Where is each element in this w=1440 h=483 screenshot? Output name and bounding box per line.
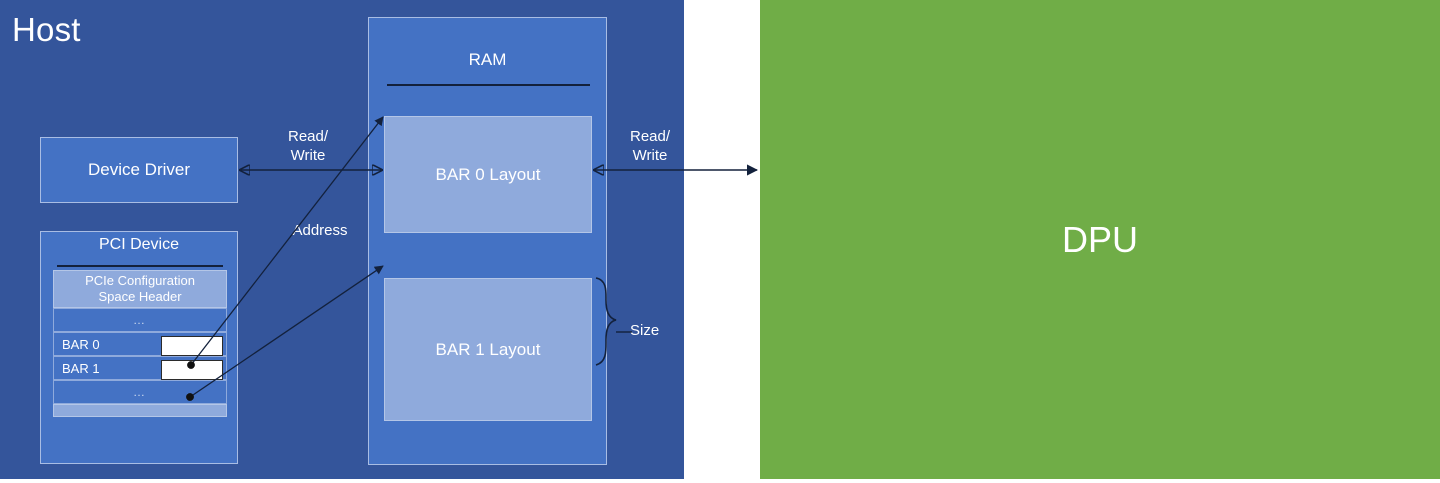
read-write-label-right: Read/ Write [629,128,671,164]
size-label: Size [630,322,660,339]
pci-ellipsis-top-label: … [133,313,147,327]
device-driver-box[interactable]: Device Driver [40,137,238,203]
pci-row-bar0-value-field[interactable] [161,336,223,356]
ram-box[interactable]: RAM BAR 0 Layout BAR 1 Layout [368,17,607,465]
pci-row-ellipsis-top: … [53,308,227,332]
pci-row-bar1-value-field[interactable] [161,360,223,380]
host-title: Host [12,11,81,48]
pci-row-trailing [53,404,227,417]
host-panel: Host Device Driver PCI Device PCIe Confi… [0,0,684,479]
dpu-panel[interactable]: DPU [760,0,1440,479]
pci-row-bar1-label: BAR 1 [62,360,100,376]
dpu-title: DPU [1061,218,1138,260]
bar1-layout-label: BAR 1 Layout [435,339,541,359]
pci-row-bar0-label: BAR 0 [62,336,100,352]
device-driver-label: Device Driver [87,160,191,179]
pci-config-header-line1: PCIe Configuration [85,273,195,288]
pci-config-space-rows: PCIe Configuration Space Header … BAR 0 … [53,270,227,417]
bar1-layout-region[interactable]: BAR 1 Layout [384,278,592,421]
pci-row-bar1[interactable]: BAR 1 [53,356,227,380]
pci-device-title-rule [57,265,223,267]
ram-title-rule [387,84,590,86]
pci-config-header-line2: Space Header [98,289,182,304]
pci-row-ellipsis-bottom: … [53,380,227,404]
bar0-layout-region[interactable]: BAR 0 Layout [384,116,592,233]
pci-device-title: PCI Device [98,236,180,253]
read-write-label-left: Read/ Write [287,128,329,164]
bar0-layout-label: BAR 0 Layout [435,164,541,184]
pci-row-config-header: PCIe Configuration Space Header [53,270,227,308]
pci-device-box[interactable]: PCI Device PCIe Configuration Space Head… [40,231,238,464]
pci-row-bar0[interactable]: BAR 0 [53,332,227,356]
pci-ellipsis-bottom-label: … [133,385,147,399]
ram-title: RAM [468,50,507,69]
address-label: Address [292,222,348,239]
